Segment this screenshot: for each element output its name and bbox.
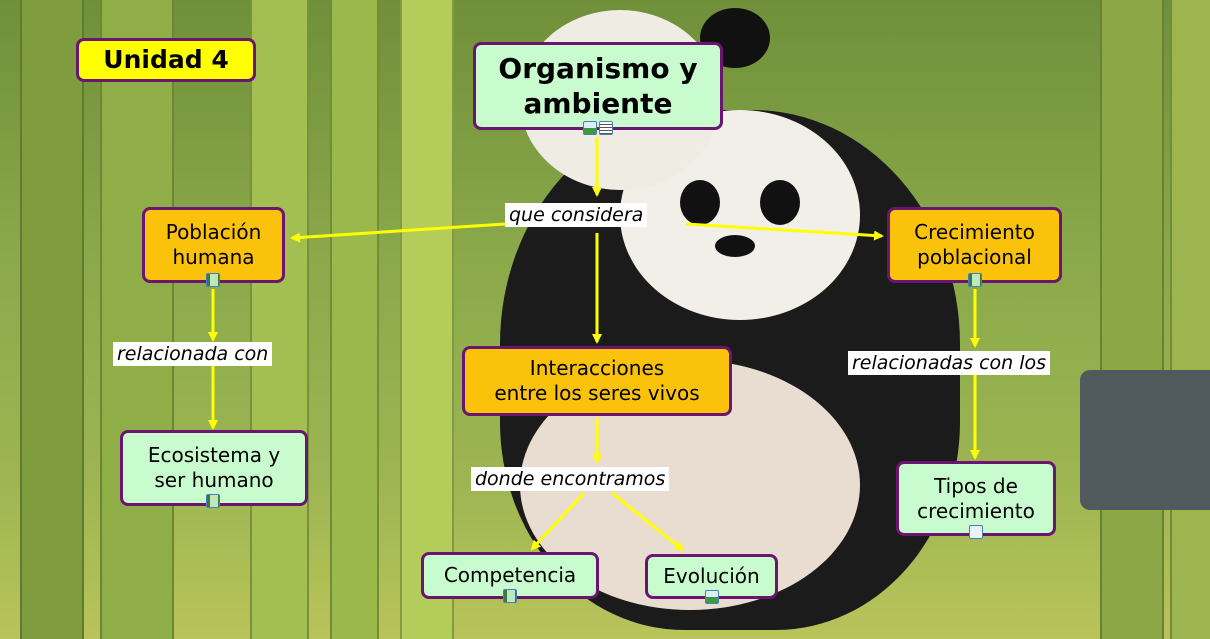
- document-icon[interactable]: [599, 121, 613, 135]
- interacciones-line2: entre los seres vivos: [494, 381, 700, 405]
- panda-nose: [715, 235, 755, 257]
- crecimiento-line1: Crecimiento: [914, 220, 1035, 244]
- unit-badge[interactable]: Unidad 4: [76, 38, 256, 82]
- concept-crecimiento-poblacional[interactable]: Crecimiento poblacional: [887, 207, 1062, 283]
- link-relacionadas-con-los: relacionadas con los: [848, 351, 1051, 375]
- panda-eye-left: [680, 180, 720, 225]
- concept-ecosistema[interactable]: Ecosistema y ser humano: [120, 430, 308, 506]
- video-icon[interactable]: [206, 273, 220, 287]
- poblacion-line2: humana: [172, 245, 255, 269]
- link-relacionada-con: relacionada con: [113, 342, 273, 366]
- competencia-label: Competencia: [443, 563, 577, 587]
- crecimiento-line2: poblacional: [917, 245, 1032, 269]
- concept-interacciones[interactable]: Interacciones entre los seres vivos: [462, 346, 732, 416]
- concept-root[interactable]: Organismo y ambiente: [473, 42, 723, 130]
- unit-badge-label: Unidad 4: [103, 45, 229, 75]
- tipos-line1: Tipos de: [934, 473, 1018, 498]
- link-donde-encontramos: donde encontramos: [471, 467, 670, 491]
- tipos-line2: crecimiento: [917, 498, 1035, 523]
- root-label-line1: Organismo y: [498, 52, 698, 85]
- image-icon[interactable]: [705, 590, 719, 604]
- image-icon[interactable]: [583, 121, 597, 135]
- video-icon[interactable]: [206, 494, 220, 508]
- link-que-considera: que considera: [505, 203, 648, 227]
- video-icon[interactable]: [968, 273, 982, 287]
- concept-map-icon[interactable]: [969, 525, 983, 539]
- ecosistema-line1: Ecosistema y: [147, 443, 281, 467]
- concept-poblacion-humana[interactable]: Población humana: [142, 207, 285, 283]
- ecosistema-line2: ser humano: [154, 468, 274, 492]
- evolucion-label: Evolución: [663, 564, 760, 588]
- root-label-line2: ambiente: [523, 87, 673, 120]
- poblacion-line1: Población: [165, 220, 262, 244]
- video-icon[interactable]: [503, 589, 517, 603]
- interacciones-line1: Interacciones: [529, 356, 665, 380]
- panda-eye-right: [760, 180, 800, 225]
- rock: [1080, 370, 1210, 510]
